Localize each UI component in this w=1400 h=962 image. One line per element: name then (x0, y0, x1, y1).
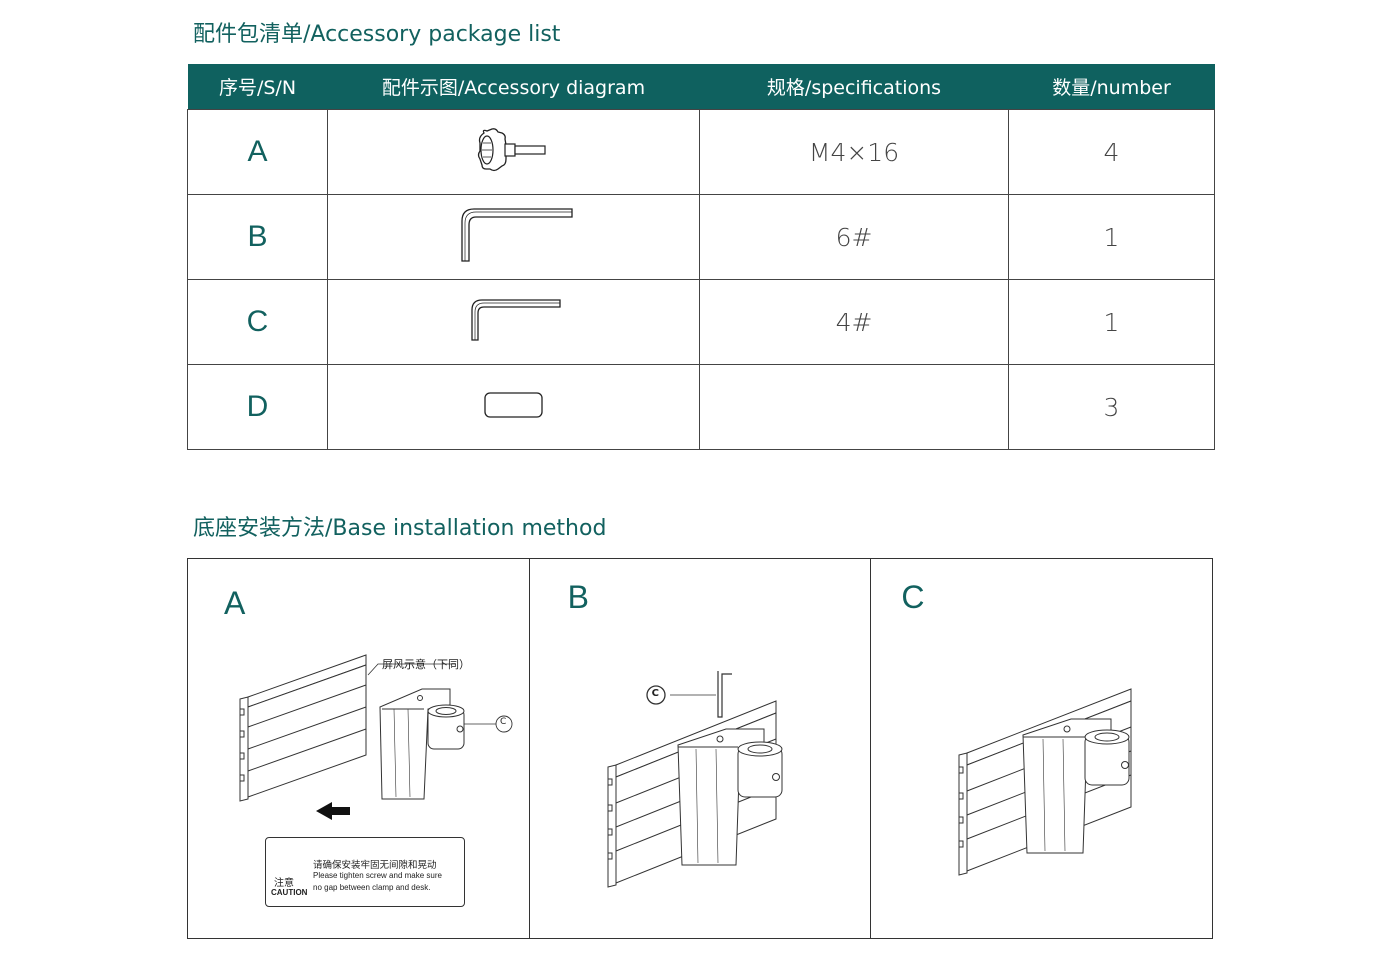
row-spec: 4# (699, 279, 1009, 365)
row-diagram (327, 279, 700, 365)
header-specifications: 规格/specifications (699, 64, 1009, 110)
row-sn: D (187, 364, 328, 450)
row-qty: 3 (1008, 364, 1215, 450)
row-sn: C (187, 279, 328, 365)
hex-key-tightening-illustration (607, 671, 783, 888)
row-qty: 4 (1008, 109, 1215, 195)
accessory-marker: C (651, 688, 660, 699)
table-row: A M4×16 4 (187, 109, 1215, 195)
caution-message-en-line2: no gap between clamp and desk. (313, 883, 431, 892)
knob-screw-icon (477, 128, 546, 172)
spacer-pad-icon (483, 392, 543, 418)
table-row: B 6# 1 (187, 194, 1215, 280)
row-diagram (327, 364, 700, 450)
accessory-list-title: 配件包清单/Accessory package list (193, 22, 561, 47)
rail-and-clamp-illustration (239, 654, 513, 860)
caution-label-en: CAUTION (271, 888, 308, 897)
header-diagram: 配件示图/Accessory diagram (327, 64, 700, 110)
row-spec: M4×16 (699, 109, 1009, 195)
table-header-row: 序号/S/N 配件示图/Accessory diagram 规格/specifi… (187, 64, 1215, 110)
row-spec: 6# (699, 194, 1009, 280)
caution-message-zh: 请确保安装牢固无间隙和晃动 (313, 860, 437, 871)
caution-label-zh: 注意 (274, 878, 294, 889)
accessory-table: 序号/S/N 配件示图/Accessory diagram 规格/specifi… (187, 64, 1215, 450)
accessory-marker: C (500, 717, 507, 727)
table-row: C 4# 1 (187, 279, 1215, 365)
row-qty: 1 (1008, 279, 1215, 365)
header-sn: 序号/S/N (187, 64, 328, 110)
step-letter: B (567, 579, 590, 615)
installation-title: 底座安装方法/Base installation method (193, 516, 607, 541)
step-panel-a: A (188, 559, 530, 938)
step-letter: C (901, 579, 925, 615)
row-diagram (327, 194, 700, 280)
caution-box: 注意 CAUTION 请确保安装牢固无间隙和晃动 Please tighten … (265, 837, 465, 907)
step-letter: A (224, 585, 246, 621)
header-number: 数量/number (1008, 64, 1215, 110)
row-diagram (327, 109, 700, 195)
installed-clamp-illustration (958, 688, 1132, 876)
table-row: D 3 (187, 364, 1215, 450)
screen-callout-label: 屏风示意（下同） (382, 658, 470, 671)
row-qty: 1 (1008, 194, 1215, 280)
hex-key-small-icon (470, 299, 561, 341)
caution-message-en-line1: Please tighten screw and make sure (313, 871, 442, 880)
row-sn: B (187, 194, 328, 280)
row-sn: A (187, 109, 328, 195)
step-panel-c: C (871, 559, 1212, 938)
step-panel-b: B (530, 559, 872, 938)
row-spec (699, 364, 1009, 450)
installation-panels: A (187, 558, 1213, 939)
hex-key-large-icon (460, 208, 573, 262)
